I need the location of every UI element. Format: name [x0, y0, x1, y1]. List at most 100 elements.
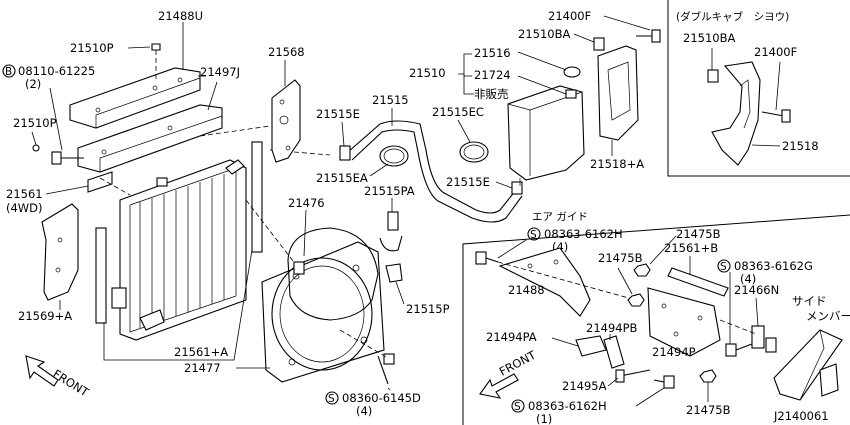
clamp-21515E-left-icon [339, 145, 351, 161]
label-21510P-left: 21510P [13, 116, 57, 130]
air-guide-title: エア ガイド [532, 211, 588, 223]
label-21518A: 21518+A [590, 157, 644, 171]
label-08363-6162H-top: 08363-6162H [544, 227, 623, 241]
label-08110-61225: 08110-61225 [18, 64, 95, 78]
label-08360-qty: (4) [356, 404, 372, 418]
clip-21515P-icon [385, 263, 403, 283]
front-arrow-left-icon [25, 355, 59, 387]
label-21495A: 21495A [562, 379, 607, 393]
bracket-21518A-icon [593, 29, 661, 141]
label-21569A: 21569+A [18, 309, 72, 323]
inset-clip-icon [707, 69, 719, 83]
inset-label-21400F: 21400F [754, 45, 797, 59]
bolt-21495A-icon [615, 369, 651, 383]
label-21475B-top: 21475B [676, 227, 721, 241]
inset-bracket-icon [711, 61, 761, 166]
clamp-21515EA-icon [379, 145, 409, 167]
label-21515P: 21515P [406, 302, 450, 316]
side-member-icon [773, 329, 843, 401]
seal-21561A-right-icon [251, 141, 263, 253]
label-hihanbai: 非販売 [474, 87, 509, 101]
circle-B-icon: B [5, 66, 12, 78]
clip-21510BA-icon [593, 37, 605, 51]
label-side-member: サイド [792, 294, 827, 308]
circle-S-icon-2: S [530, 229, 537, 241]
bracket-21494P-icon [647, 287, 721, 357]
label-08360-6145D: 08360-6145D [342, 391, 421, 405]
label-21488U: 21488U [158, 9, 203, 23]
nut-21475B-mid-icon [627, 293, 645, 307]
label-21724: 21724 [474, 68, 511, 82]
inset-label-21518: 21518 [782, 139, 819, 153]
tank-tube-21724-icon [565, 89, 577, 99]
clamp-21466N-icon [751, 325, 777, 353]
label-21515EC: 21515EC [432, 105, 484, 119]
radiator-core [111, 159, 247, 341]
label-21510BA: 21510BA [518, 27, 570, 41]
label-21515EA: 21515EA [316, 171, 368, 185]
clamp-21515E-right-icon [511, 181, 523, 195]
front-arrow-right-icon [479, 373, 519, 399]
tank-cap-21516-icon [563, 66, 581, 78]
label-21476: 21476 [288, 196, 325, 210]
clip-21510P-top-icon [151, 43, 161, 51]
panel-21497J-icon [77, 104, 223, 173]
circle-S-icon-3: S [720, 261, 727, 273]
bolt-08360-icon [377, 353, 395, 385]
circle-S-icon: S [328, 393, 335, 405]
inset-label-21510BA: 21510BA [683, 31, 735, 45]
label-21494P: 21494P [652, 345, 696, 359]
label-21400F: 21400F [548, 9, 591, 23]
bolt-21400F-icon [636, 29, 661, 43]
seal-21561-icon [87, 171, 113, 193]
bolt-08363-H-bot-icon [653, 375, 675, 389]
bolt-08363-H-top-callout: S 08363-6162H (4) [497, 227, 623, 259]
label-21561B: 21561+B [664, 241, 718, 255]
bracket-21494PA-icon [575, 335, 607, 357]
label-21475B-mid: 21475B [598, 251, 643, 265]
bracket-21569A-icon [41, 203, 79, 301]
bolt-08363-G-icon [725, 343, 753, 357]
label-21510P-top: 21510P [70, 41, 114, 55]
bolt-08110-callout: B 08110-61225 (2) [2, 64, 95, 91]
label-21515: 21515 [372, 93, 409, 107]
diagram-code: J2140061 [773, 409, 829, 423]
bracket-21494PB-icon [603, 335, 625, 369]
label-08110-qty: (2) [25, 77, 41, 91]
label-21494PA: 21494PA [486, 330, 537, 344]
label-21561: 21561 [6, 187, 43, 201]
label-front-right: FRONT [497, 347, 539, 378]
circle-S-icon-4: S [514, 401, 521, 413]
label-21561-4wd: (4WD) [6, 201, 43, 215]
upper-shroud-panels [69, 22, 223, 173]
bracket-21568-icon [271, 79, 301, 163]
fan-shroud-21477-icon [261, 241, 385, 383]
inset-bolt-icon [761, 109, 791, 123]
hose-21515-icon [339, 120, 523, 223]
bolt-08363-H-top-icon [475, 251, 499, 265]
bolt-08363-G-callout: S 08363-6162G (4) [717, 259, 813, 344]
seal-21561B-icon [667, 267, 729, 297]
air-guide-plate-21488-icon [498, 247, 591, 317]
reservoir-tank-21510-icon [507, 66, 585, 186]
label-21497J: 21497J [200, 65, 240, 79]
bolt-08360-callout: S 08360-6145D (4) [325, 387, 421, 418]
label-21515E-right: 21515E [446, 175, 490, 189]
label-21516: 21516 [474, 46, 511, 60]
label-21510: 21510 [409, 66, 446, 80]
clip-21510P-left-icon [32, 144, 40, 152]
label-21515E-left: 21515E [316, 107, 360, 121]
inset-title: (ダブルキャブ シヨウ) [676, 10, 789, 23]
label-front-left: FRONT [50, 367, 92, 400]
bolt-08363-H-bot-callout: S 08363-6162H (1) [511, 387, 665, 425]
clip-21515PA-icon [379, 211, 403, 252]
bolt-08110-icon [49, 87, 84, 165]
label-21515PA: 21515PA [364, 184, 415, 198]
label-08363-6162H-bot: 08363-6162H [528, 399, 607, 413]
air-guide-section: エア ガイド [462, 211, 850, 425]
label-21561A: 21561+A [174, 345, 228, 359]
nut-21475B-top-icon [633, 263, 651, 277]
label-08363-6162G: 08363-6162G [734, 259, 813, 273]
fan-guard-21476-icon [287, 227, 379, 321]
